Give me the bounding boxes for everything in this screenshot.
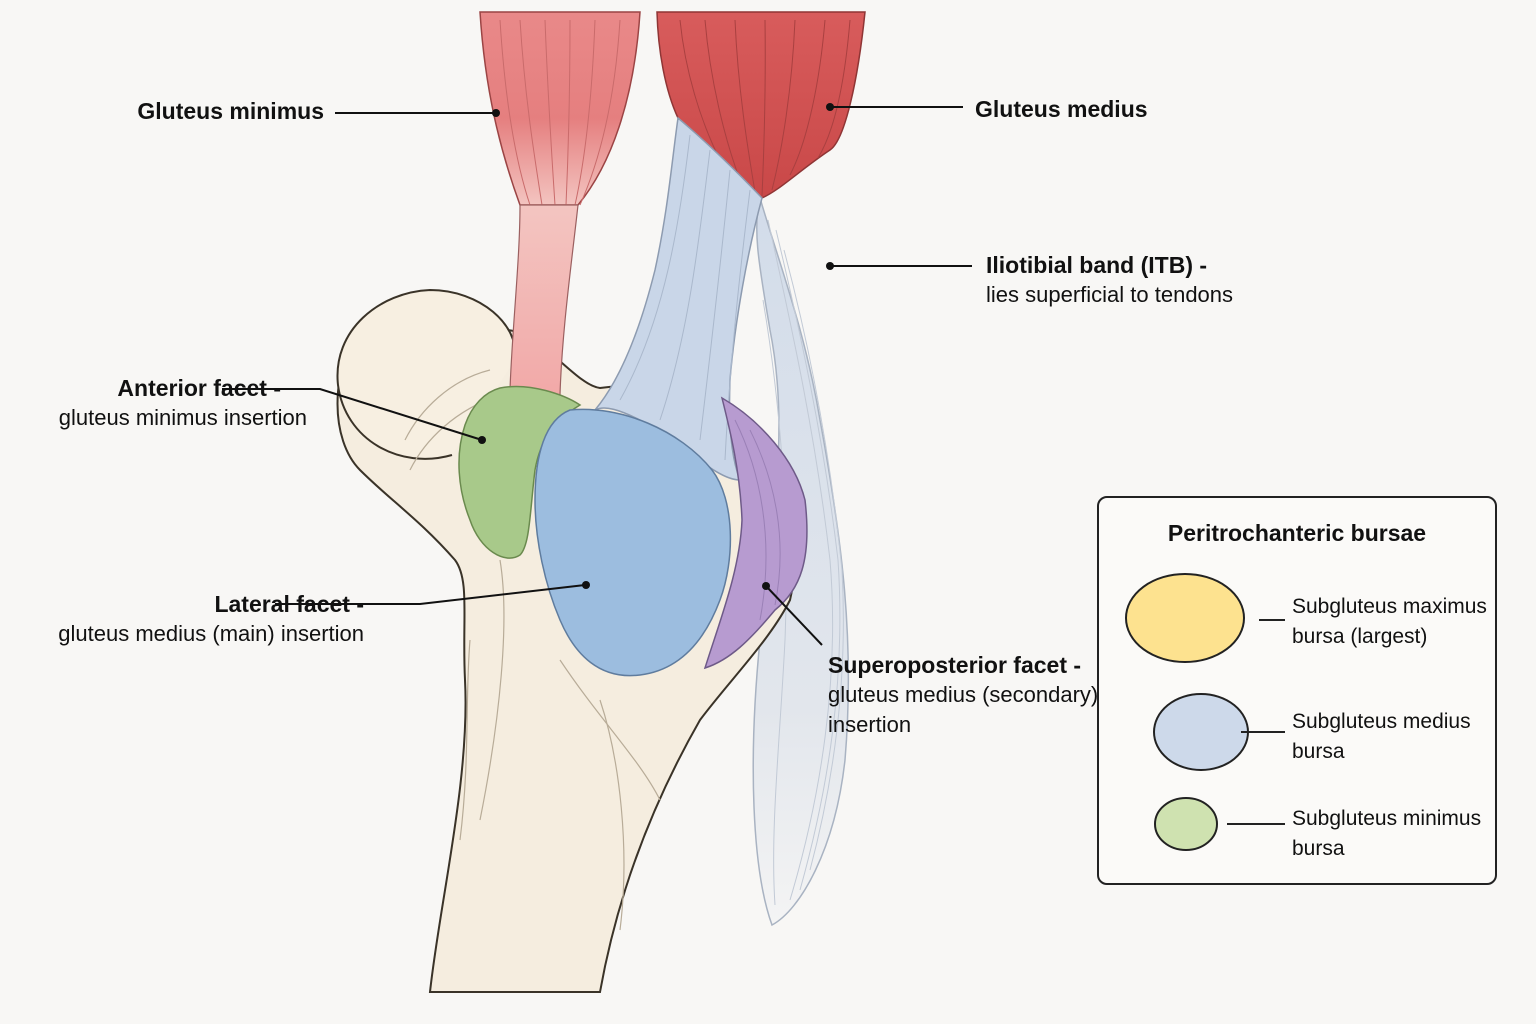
label-anterior-facet: Anterior facet - gluteus minimus inserti… — [59, 373, 307, 433]
legend-item-minimus: Subgluteus minimus bursa — [1292, 804, 1481, 864]
leader-dots — [478, 103, 834, 590]
leader-lines — [222, 106, 972, 646]
legend-item-minimus-line2: bursa — [1292, 837, 1345, 860]
label-gluteus-minimus-title: Gluteus minimus — [137, 98, 324, 124]
label-lateral-facet: Lateral facet - gluteus medius (main) in… — [58, 589, 364, 649]
label-gluteus-medius-title: Gluteus medius — [975, 96, 1148, 122]
label-lateral-facet-title: Lateral facet - — [214, 591, 364, 617]
legend-item-minimus-line1: Subgluteus minimus — [1292, 807, 1482, 830]
label-gluteus-minimus: Gluteus minimus — [137, 96, 324, 126]
legend-item-maximus: Subgluteus maximus bursa (largest) — [1292, 592, 1487, 652]
legend-item-maximus-line2: bursa (largest) — [1292, 625, 1428, 648]
lateral-facet — [534, 408, 732, 677]
legend-title: Peritrochanteric bursae — [1167, 520, 1427, 546]
label-lateral-facet-sub: gluteus medius (main) insertion — [58, 621, 364, 646]
gluteus-minimus-tendon — [509, 204, 579, 396]
superoposterior-fibers — [734, 419, 781, 621]
legend-item-maximus-line1: Subgluteus maximus — [1292, 595, 1487, 618]
superoposterior-facet — [703, 396, 808, 670]
legend-item-medius: Subgluteus medius bursa — [1292, 707, 1471, 767]
legend-box: Peritrochanteric bursae Subgluteus maxim… — [1097, 496, 1497, 885]
legend-item-medius-line2: bursa — [1292, 740, 1345, 763]
legend-item-medius-line1: Subgluteus medius — [1292, 710, 1471, 733]
label-anterior-facet-title: Anterior facet - — [117, 375, 281, 401]
legend-swatches — [1125, 573, 1285, 851]
legend-swatch-maximus — [1125, 573, 1245, 663]
legend-swatch-minimus — [1154, 797, 1218, 851]
label-superoposterior-facet-sub2: insertion — [828, 712, 912, 737]
label-itb-sub: lies superficial to tendons — [986, 282, 1234, 307]
label-gluteus-medius: Gluteus medius — [975, 94, 1148, 124]
gluteus-minimus-muscle — [479, 11, 641, 206]
legend-swatch-medius — [1153, 693, 1249, 771]
label-superoposterior-facet-title: Superoposterior facet - — [828, 652, 1082, 678]
label-itb: Iliotibial band (ITB) - lies superficial… — [986, 250, 1233, 310]
gluteus-minimus-fibers — [499, 19, 621, 206]
label-anterior-facet-sub: gluteus minimus insertion — [58, 405, 307, 430]
label-superoposterior-facet-sub1: gluteus medius (secondary) — [828, 682, 1099, 707]
itb-fibers — [762, 219, 844, 906]
label-superoposterior-facet: Superoposterior facet - gluteus medius (… — [828, 650, 1098, 740]
label-itb-title: Iliotibial band (ITB) - — [986, 252, 1208, 278]
gluteus-medius-fibers — [679, 19, 851, 197]
